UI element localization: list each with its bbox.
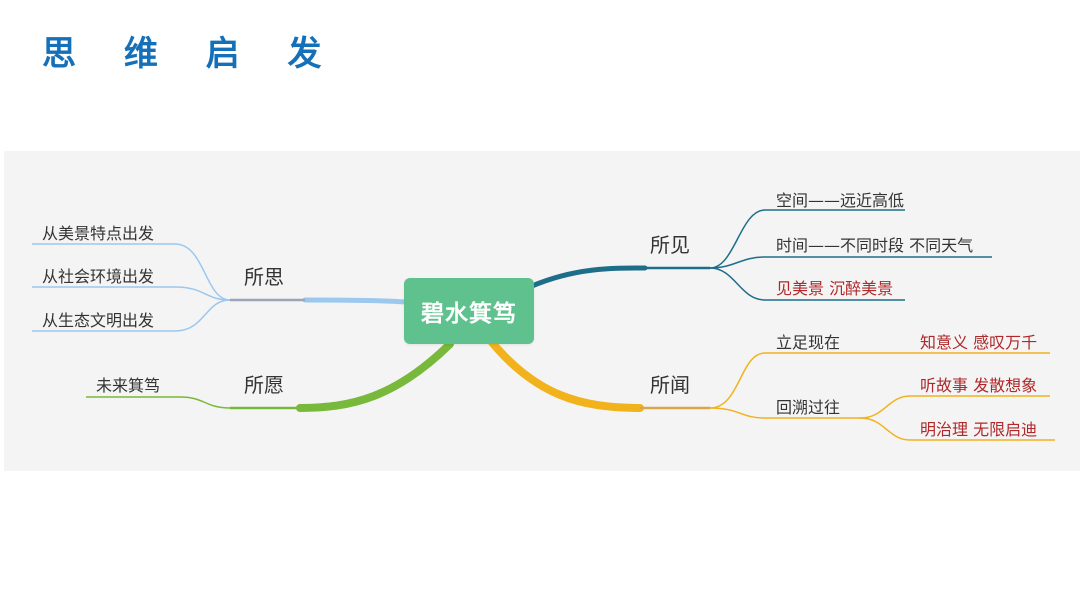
leaf-suosi-scenery: 从美景特点出发 [42,224,155,243]
link-huisu-2 [859,417,1055,441]
link-huisu-1 [859,395,1050,419]
page-title: 思 维 启 发 [42,34,340,74]
link-suoyuan-1 [86,396,231,409]
trunk-suosi [302,297,409,305]
link-suojian-1 [709,209,905,269]
topic-suoyuan: 所愿 [244,373,284,397]
leaf-suosi-ecology: 从生态文明出发 [42,311,155,330]
leaf-huisu-governance: 明治理 无限启迪 [920,420,1038,439]
leaf-lizu-meaning: 知意义 感叹万千 [920,333,1038,352]
leaf-suosi-society: 从社会环境出发 [42,267,155,286]
center-node: 碧水箕笃 [404,278,534,344]
topic-suosi: 所思 [244,265,284,289]
link-suojian-2 [709,256,992,269]
leaf-suowen-past: 回溯过往 [776,398,841,417]
trunk-suojian [529,265,648,289]
mindmap-panel [4,151,1080,471]
link-suosi-1 [32,243,231,301]
leaf-suojian-time: 时间——不同时段 不同天气 [776,236,974,255]
trunk-suoyuan [296,340,454,412]
link-suowen-2 [709,407,860,419]
trunk-suowen [486,336,644,412]
leaf-suojian-space: 空间——远近高低 [776,191,905,210]
leaf-suoyuan-future: 未来箕笃 [96,376,161,395]
link-suowen-1 [709,352,855,409]
link-suosi-3 [32,299,231,332]
leaf-huisu-story: 听故事 发散想象 [920,376,1038,395]
topic-suowen: 所闻 [650,373,690,397]
link-suojian-3 [709,267,905,301]
leaf-suowen-present: 立足现在 [776,333,841,352]
topic-suojian: 所见 [650,233,690,257]
leaf-suojian-scenery: 见美景 沉醉美景 [776,279,894,298]
link-suosi-2 [32,286,231,301]
